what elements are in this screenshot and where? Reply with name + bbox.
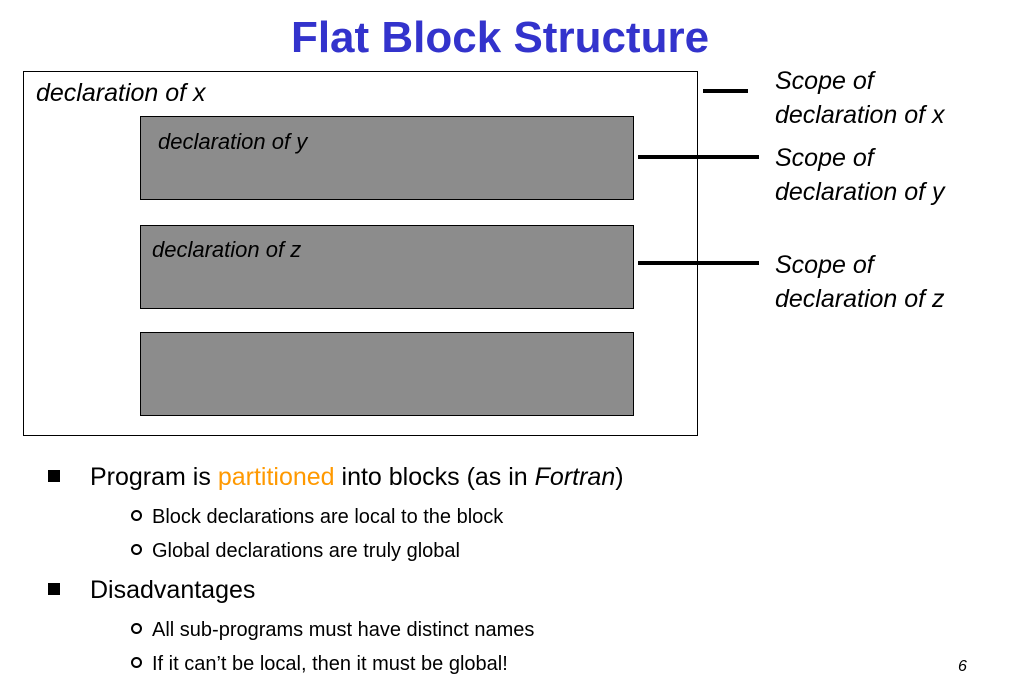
block-z-label: declaration of z xyxy=(152,237,302,262)
scope-z-label: Scope of declaration of z xyxy=(775,248,945,316)
scope-y-line xyxy=(638,155,759,159)
scope-z-line xyxy=(638,261,759,265)
circle-bullet-icon xyxy=(131,657,142,669)
subbullet-must-be-global: If it can’t be local, then it must be gl… xyxy=(131,653,508,676)
scope-y-line2: declaration of y xyxy=(775,178,945,206)
bullet-text-italic: Fortran xyxy=(534,463,616,491)
subbullet-distinct-names: All sub-programs must have distinct name… xyxy=(131,619,534,642)
subbullet-local: Block declarations are local to the bloc… xyxy=(131,506,503,529)
outer-block-label: declaration of x xyxy=(36,79,206,107)
square-bullet-icon xyxy=(48,583,60,596)
block-y-label: declaration of y xyxy=(158,129,308,154)
square-bullet-icon xyxy=(48,470,60,483)
scope-y-label: Scope of declaration of y xyxy=(775,141,945,209)
circle-bullet-icon xyxy=(131,544,142,556)
scope-x-line xyxy=(703,89,748,93)
page-title: Flat Block Structure xyxy=(290,13,710,62)
scope-x-line1: Scope of xyxy=(775,67,874,95)
scope-y-line1: Scope of xyxy=(775,144,874,172)
subbullet-global: Global declarations are truly global xyxy=(131,540,460,563)
bullet-text-pre: Program is xyxy=(90,463,218,491)
subbullet-text: Global declarations are truly global xyxy=(152,540,460,562)
subbullet-text: Block declarations are local to the bloc… xyxy=(152,506,504,528)
scope-z-line1: Scope of xyxy=(775,251,874,279)
bullet-text: Disadvantages xyxy=(90,576,256,604)
bullet-text-mid: into blocks (as in xyxy=(334,463,535,491)
bullet-partitioned: Program is partitioned into blocks (as i… xyxy=(48,463,624,492)
circle-bullet-icon xyxy=(131,510,142,522)
bullet-text-highlight: partitioned xyxy=(217,463,335,491)
block-empty xyxy=(140,332,634,416)
bullet-disadvantages: Disadvantages xyxy=(48,576,255,605)
circle-bullet-icon xyxy=(131,623,142,635)
subbullet-text: If it can’t be local, then it must be gl… xyxy=(152,653,508,675)
bullet-text-post: ) xyxy=(615,463,624,491)
page-number: 6 xyxy=(958,658,967,675)
block-y xyxy=(140,116,634,200)
subbullet-text: All sub-programs must have distinct name… xyxy=(152,619,535,641)
block-z xyxy=(140,225,634,309)
scope-z-line2: declaration of z xyxy=(775,285,945,313)
scope-x-label: Scope of declaration of x xyxy=(775,64,945,132)
scope-x-line2: declaration of x xyxy=(775,101,945,129)
